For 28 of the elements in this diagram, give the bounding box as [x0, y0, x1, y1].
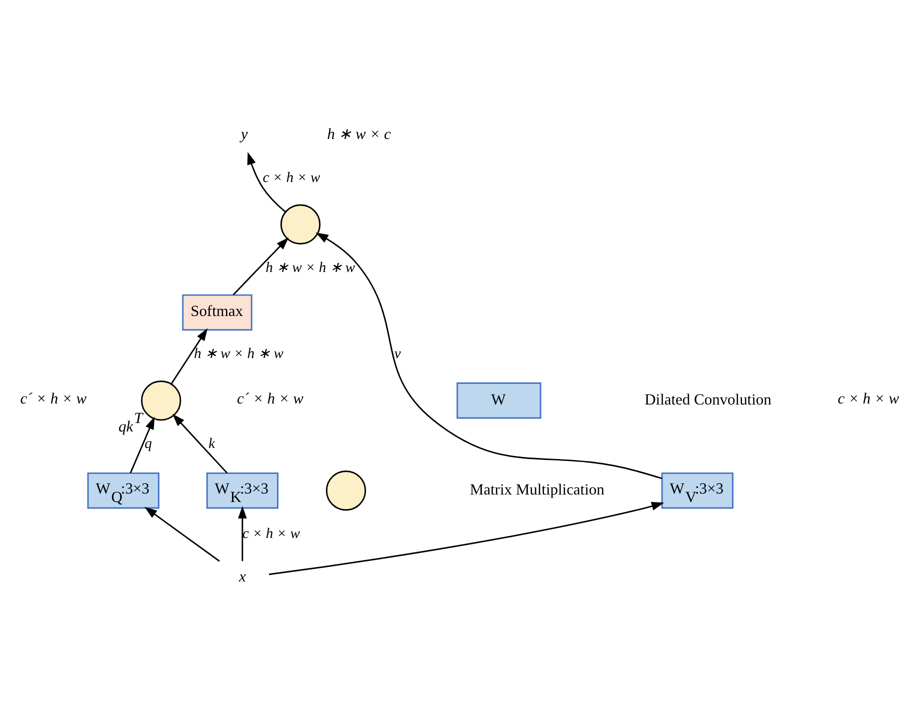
label: c´ × h × w — [20, 390, 87, 407]
legend-label: Matrix Multiplication — [470, 480, 604, 498]
node-circle — [280, 204, 321, 244]
edge-label: k — [208, 436, 215, 452]
arrow — [238, 505, 247, 561]
label: c × h × w — [838, 390, 900, 407]
arrow — [170, 328, 208, 384]
node-circle — [326, 470, 366, 510]
arrow — [268, 501, 664, 575]
arrow — [130, 416, 155, 473]
node-text: x — [239, 568, 246, 585]
arrow — [247, 151, 286, 212]
edge-label: c × h × w — [262, 169, 320, 186]
edge-label: c × h × w — [242, 526, 300, 542]
arrow — [172, 413, 228, 474]
edge-label: v — [394, 345, 401, 362]
arrow — [316, 232, 662, 479]
node-box: W — [456, 382, 542, 418]
label: h ∗ w × c — [327, 126, 391, 143]
edge-label: h ∗ w × h ∗ w — [194, 345, 284, 362]
legend-label: Dilated Convolution — [644, 390, 772, 408]
edge-label: q — [144, 436, 152, 452]
node-text: y — [240, 126, 248, 143]
label: c´ × h × w — [237, 390, 304, 407]
arrow — [144, 506, 220, 562]
arrow — [232, 236, 289, 295]
edge-label: h ∗ w × h ∗ w — [266, 259, 356, 276]
node-box: Softmax — [182, 294, 252, 330]
